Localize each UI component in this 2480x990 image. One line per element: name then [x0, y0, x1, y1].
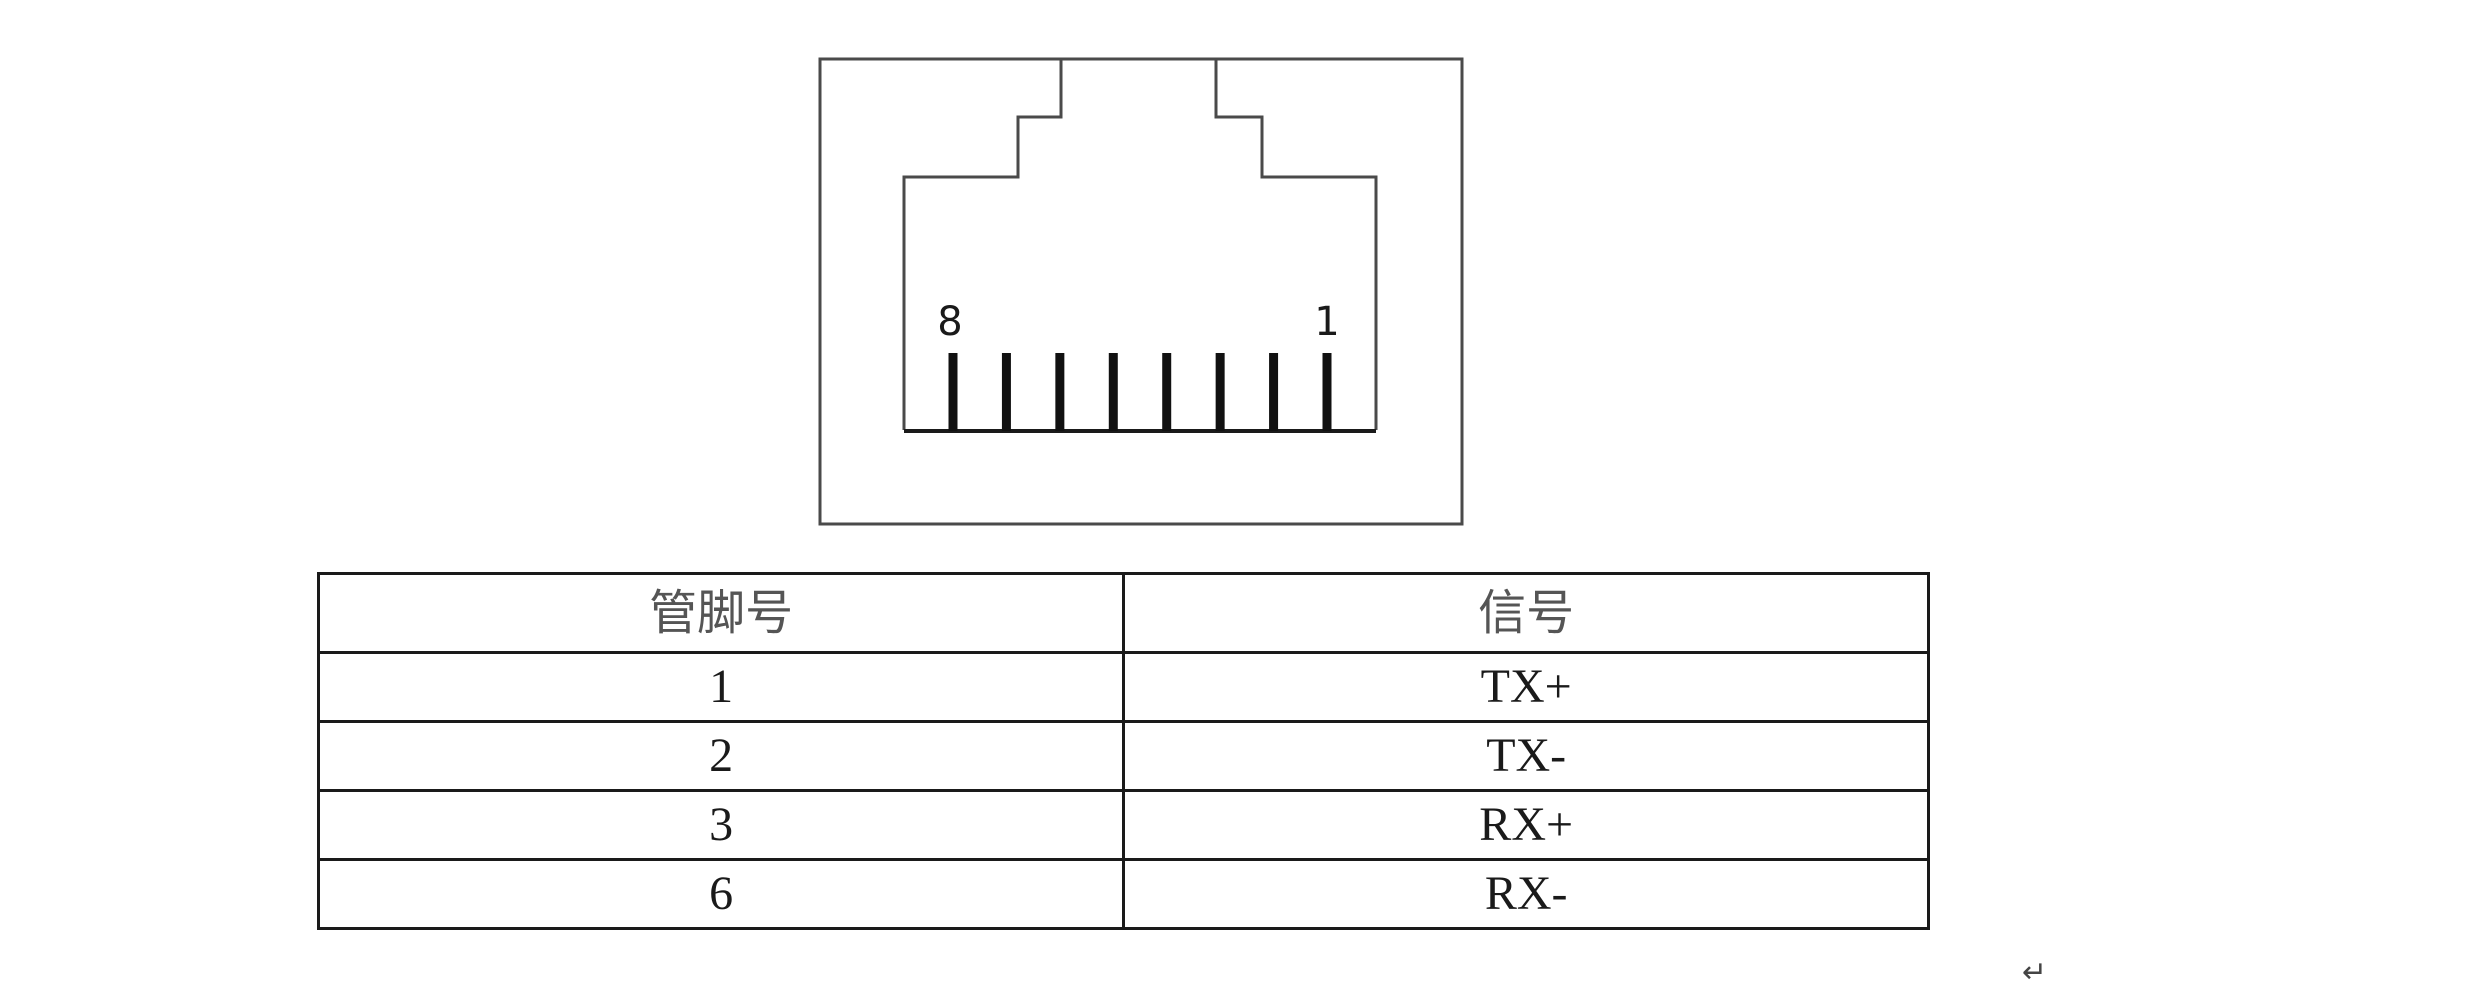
pin-number-cell: 3: [316, 789, 1126, 861]
connector-outer-frame: [818, 57, 1464, 526]
pin-label-left: 8: [937, 299, 962, 345]
signal-cell: RX+: [1122, 789, 1930, 861]
pin-label-right: 1: [1314, 299, 1339, 345]
contact-pins: [948, 353, 1332, 431]
header-pin-number: 管脚号: [316, 572, 1126, 654]
header-signal: 信号: [1122, 572, 1930, 654]
pin-number-cell: 6: [316, 858, 1126, 930]
signal-cell: RX-: [1122, 858, 1930, 930]
signal-cell: TX-: [1122, 720, 1930, 792]
connector-jack-outline: [902, 57, 1378, 430]
signal-cell: TX+: [1122, 651, 1930, 723]
paragraph-return-icon: ↵: [2022, 955, 2048, 990]
pin-number-cell: 1: [316, 651, 1126, 723]
pin-number-cell: 2: [316, 720, 1126, 792]
table-header-row: 管脚号 信号: [316, 572, 1930, 654]
